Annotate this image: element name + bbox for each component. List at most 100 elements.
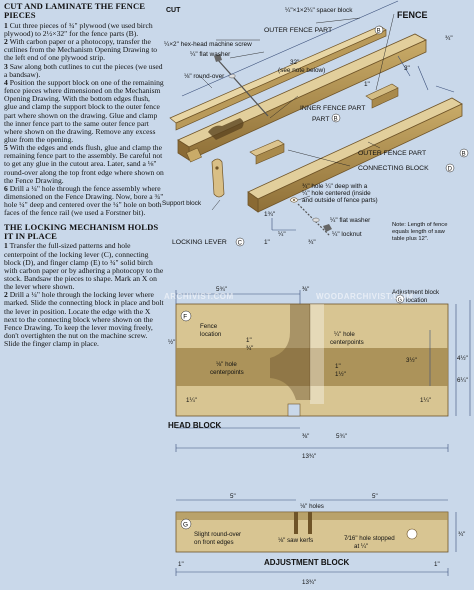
dim-112: 1½" [335, 371, 346, 378]
inner-fence-label: INNER FENCE PART [300, 105, 365, 112]
support-block-shape [186, 147, 202, 163]
lower-fence-part [247, 97, 463, 213]
heading-cut-and-laminate: CUT AND LAMINATE THE FENCE PIECES [4, 2, 146, 21]
adjustment-dimension-lines [175, 499, 457, 576]
adjustment-block-title: ADJUSTMENT BLOCK [264, 558, 350, 567]
note-2: equals length of saw [392, 229, 446, 235]
adjustment-block-letter-ref: G [398, 297, 402, 303]
head-block-dimension-lines [175, 290, 471, 452]
dim-5-left: 5" [230, 493, 236, 500]
hole-14-label: ¼" hole [334, 331, 355, 338]
inner-fence-part-word: PART [312, 116, 330, 123]
connecting-block-label: CONNECTING BLOCK [358, 165, 429, 172]
hole-note-2: ¼" hole centered (inside [302, 190, 371, 197]
step-number: 6 [4, 183, 8, 193]
note-3: table plus 12". [392, 236, 429, 242]
head-block-drawing: F 5¾" ⅜" Adjustment block location G Fen… [168, 286, 471, 460]
dim-34: ¾" [246, 345, 253, 352]
step-number: 2 [4, 37, 8, 47]
dim-1b: 1" [335, 363, 341, 370]
fence-leader-lines [199, 13, 395, 211]
head-block-title: HEAD BLOCK [168, 421, 222, 430]
locking-lever-label: LOCKING LEVER [172, 239, 227, 246]
inner-fence-part [169, 25, 387, 131]
dim-5-right: 5" [372, 493, 378, 500]
steps-list-2: 1 Transfer the full-sized patterns and h… [4, 242, 164, 348]
locking-step-2: 2 Drill a ¼" hole through the locking le… [4, 291, 164, 348]
fence-title: FENCE [397, 10, 428, 20]
step-number: 1 [4, 241, 8, 251]
step-text: Drill a ¼" hole through the fence assemb… [4, 183, 164, 218]
roundover-label: ⅛" round-over [184, 73, 225, 80]
centerpoints-label: centerpoints [210, 369, 244, 376]
dim-412: 4½" [457, 355, 468, 362]
locking-step-1: 1 Transfer the full-sized patterns and h… [4, 242, 164, 291]
dim-1334-adj: 13¾" [302, 579, 316, 586]
adjustment-block-drawing: G 5" 5" ⅛" holes ⅛" saw kerfs Slight rou… [175, 493, 465, 586]
laminate-step-1: 1 Cut three pieces of ¾" plywood (we use… [4, 20, 164, 38]
step-text: With the edges and ends flush, glue and … [4, 143, 164, 185]
adjustment-block-board [175, 511, 449, 553]
machine-screw-label: ¼×2" hex-head machine screw [164, 41, 252, 48]
locking-lever-letter: C [238, 240, 243, 246]
hole-716-label: 7⁄16" hole stopped [344, 535, 395, 542]
holes-18-label: ⅛" holes [300, 503, 324, 510]
step-text: With carbon paper or a photocopy, transf… [4, 37, 158, 63]
dim-34-adj: ¾" [458, 531, 465, 538]
washer-top-label: ¼" flat washer [190, 51, 231, 58]
dim-3: 3" [404, 65, 410, 72]
step-number: 2 [4, 290, 8, 300]
dim-1334: 13¾" [302, 453, 316, 460]
dim-14: ¼" [278, 231, 286, 238]
flat-washer-label: ¼" flat washer [330, 217, 371, 224]
locknut-assembly [297, 203, 332, 237]
outer-fence-2-label: OUTER FENCE PART [358, 150, 426, 157]
dim-1-left-adj: 1" [178, 561, 184, 568]
dim-34-top: ¾" [445, 35, 453, 42]
centerpoints2-label: centerpoints [330, 339, 364, 346]
outer-fence-2-letter: B [462, 151, 466, 157]
spacer-label: ¼"×1×2¼" spacer block [285, 7, 353, 14]
see-note: (see note below) [278, 67, 325, 74]
head-block-letter: F [183, 314, 187, 321]
step-number: 3 [4, 61, 8, 71]
at-14-label: at ¼" [354, 543, 368, 550]
outer-fence-letter: B [377, 28, 381, 34]
step-text: Position the support block on one of the… [4, 77, 164, 144]
note-1: Note: Length of fence [392, 222, 447, 228]
dim-32: 32" [290, 59, 299, 66]
head-block-board [175, 303, 449, 417]
roundover-label-adj: Slight round-over [194, 531, 241, 538]
watermark-right: WOODARCHIVIST.COM [316, 292, 414, 301]
dim-1-right-adj: 1" [434, 561, 440, 568]
connecting-block-letter: D [448, 166, 453, 172]
dim-614: 6¼" [457, 377, 468, 384]
kerfs-label: ⅛" saw kerfs [278, 537, 313, 544]
dim-1-top: 1" [364, 81, 370, 88]
dim-half: ½" [168, 339, 175, 346]
laminate-step-6: 6 Drill a ¼" hole through the fence asse… [4, 183, 164, 218]
adjustment-block-letter: G [183, 522, 188, 529]
instructions-column: CUT AND LAMINATE THE FENCE PIECES 1 Cut … [4, 2, 164, 586]
fence-drawing: FENCE CUT ¼"×1×2¼" spacer block OUTER FE… [162, 0, 469, 246]
step-text: Drill a ¼" hole through the locking leve… [4, 290, 164, 349]
watermark-left: ARCHIVIST.COM [164, 292, 234, 301]
outer-fence-label: OUTER FENCE PART [264, 27, 332, 34]
dim-312: 3½" [406, 357, 417, 364]
hole-note-3: and outside of fence parts) [302, 197, 378, 204]
dim-1: 1" [264, 239, 270, 246]
dim-534-bot: 5¾" [336, 433, 347, 440]
fence-dimension-lines [181, 0, 455, 231]
machine-screw [214, 54, 269, 117]
locknut-label: ¼" locknut [332, 231, 362, 238]
dim-38-top: ⅜" [302, 286, 309, 293]
heading-locking-mechanism: THE LOCKING MECHANISM HOLDS IT IN PLACE [4, 221, 159, 241]
step-number: 1 [4, 20, 8, 30]
front-edges-label: on front edges [194, 539, 234, 546]
dim-114-left: 1¼" [186, 397, 197, 404]
upper-fence-assembly [177, 33, 427, 161]
laminate-step-4: 4 Position the support block on one of t… [4, 77, 164, 144]
fence-label: Fence [200, 323, 218, 330]
step-text: Cut three pieces of ¾" plywood (we used … [4, 20, 153, 38]
